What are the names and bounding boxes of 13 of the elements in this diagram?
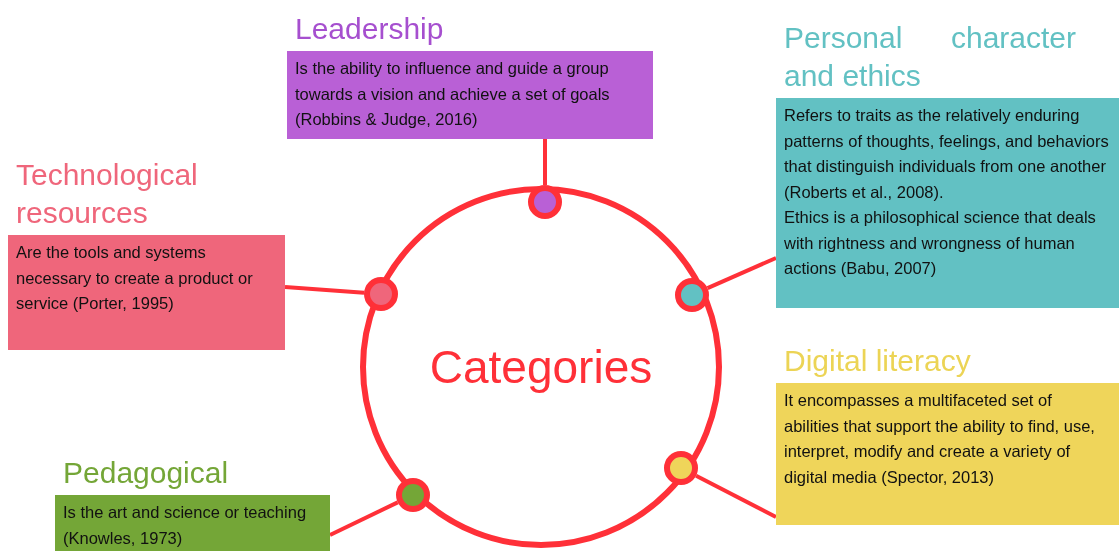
definition-text: Refers to traits as the relatively enduring patterns of thoughts, feelings, and behaviors that distinguish individuals from one another (Roberts et al., 2008). bbox=[784, 105, 1110, 203]
definition-text: Are the tools and systems necessary to create a product or service (Porter, 1995) bbox=[16, 242, 254, 314]
definition-text: Is the art and science or teaching (Knowles, 1973) bbox=[63, 502, 308, 549]
category-heading: Digital literacy bbox=[783, 343, 972, 379]
definition-text: Ethics is a philosophical science that deals with rightness and wrongness of human actions (Babu, 2007) bbox=[784, 207, 1097, 279]
category-heading: Technological resources bbox=[15, 157, 199, 231]
category-heading: Personal character and ethics bbox=[783, 20, 1076, 94]
connector-line bbox=[284, 285, 365, 295]
category-heading: Pedagogical bbox=[62, 455, 230, 491]
connector-line bbox=[543, 139, 547, 185]
definition-text: Is the ability to influence and guide a group towards a vision and achieve a set of goals (Robbins & Judge, 2016) bbox=[295, 58, 611, 130]
category-heading: Leadership bbox=[294, 11, 445, 47]
definition-text: It encompasses a multifaceted set of abilities that support the ability to find, use, interpret, modify and create a variety of digital media (Spector, 2013) bbox=[784, 390, 1096, 488]
